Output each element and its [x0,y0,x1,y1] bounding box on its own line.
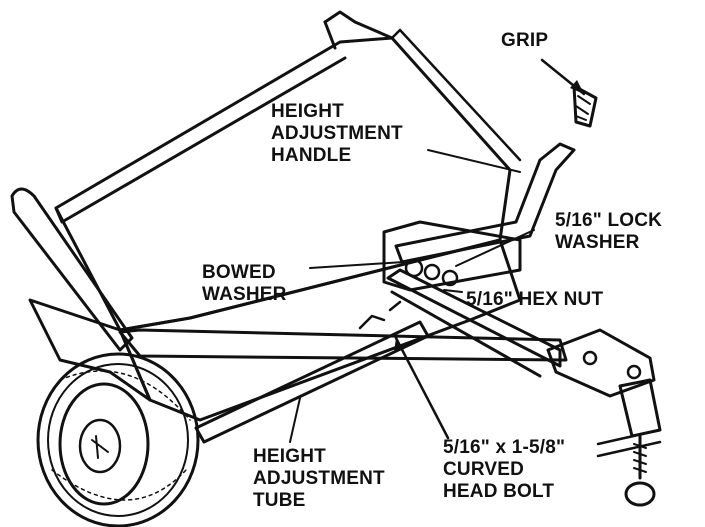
arrowhead-bolt [394,338,403,352]
grip-shape [572,84,598,128]
height-adjustment-handle-shape [394,142,576,264]
tow-bar [386,268,562,378]
wheel [36,352,200,527]
label-grip: GRIP [501,30,549,51]
hitch-assembly [546,328,662,507]
leader-arrows [289,58,586,443]
hopper [28,28,522,422]
height-adjustment-tube-shape [194,300,430,444]
frame-tube-left [10,187,568,362]
arrowhead-grip [570,80,584,94]
label-height-adjustment-handle: HEIGHT ADJUSTMENT HANDLE [271,101,403,166]
label-curved-head-bolt: 5/16" x 1-5/8" CURVED HEAD BOLT [443,437,566,502]
top-rim-tube [323,10,394,50]
label-bowed-washer: BOWED WASHER [202,262,287,305]
label-lock-washer: 5/16" LOCK WASHER [555,210,663,253]
label-height-adjustment-tube: HEIGHT ADJUSTMENT TUBE [253,446,385,511]
label-hex-nut: 5/16" HEX NUT [466,289,604,310]
